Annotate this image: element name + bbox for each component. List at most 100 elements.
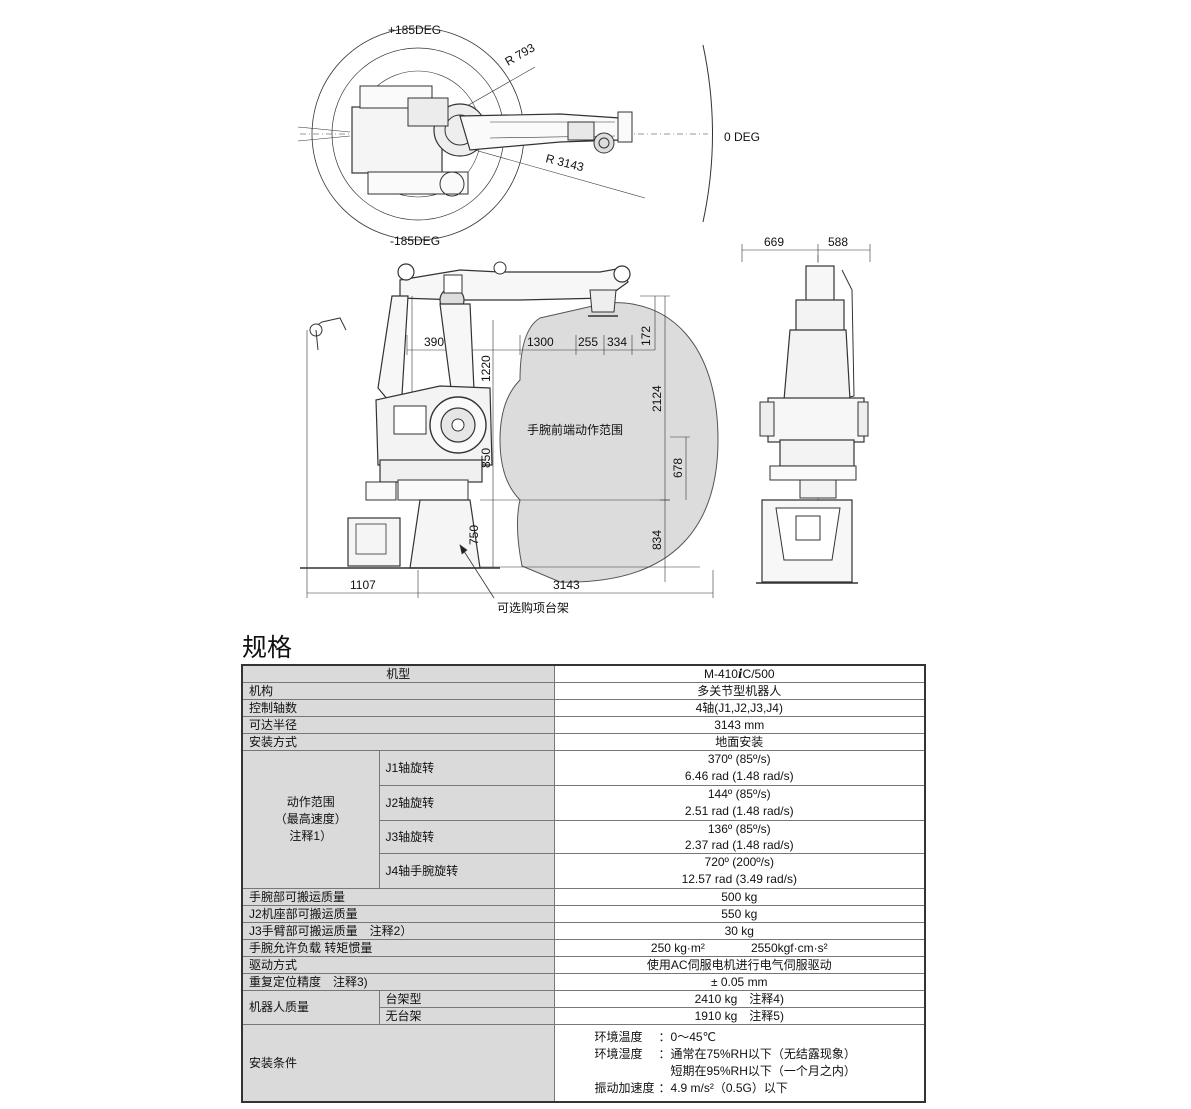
- table-row: 机器人质量 台架型 2410 kg 注释4): [241, 990, 926, 1025]
- table-row: 机构 多关节型机器人: [241, 682, 926, 700]
- table-row: J3轴旋转 136º (85º/s) 2.37 rad (1.48 rad/s): [242, 820, 926, 854]
- plus-185-label: +185DEG: [388, 23, 441, 37]
- without-stand-value: 1910 kg 注释5): [553, 1007, 926, 1025]
- mechanism-label: 机构: [241, 682, 555, 700]
- j2-rad: 2.51 rad (1.48 rad/s): [684, 804, 794, 818]
- inertia-si: 250 kg·m²: [650, 940, 705, 955]
- inertia-value: 250 kg·m² 2550kgf·cm·s²: [553, 939, 926, 957]
- table-row: 驱动方式 使用AC伺服电机进行电气伺服驱动: [241, 956, 926, 974]
- humidity-value-2: 短期在95%RH以下（一个月之内）: [670, 1064, 856, 1078]
- with-stand-label: 台架型: [378, 990, 555, 1008]
- table-row: 安装条件 环境温度：0～45℃ 环境湿度：通常在75%RH以下（无结露现象） 短…: [241, 1024, 926, 1103]
- dim-255: 255: [578, 335, 598, 349]
- radius-3143-label: R 3143: [544, 151, 585, 174]
- j2-payload-value: 550 kg: [553, 905, 926, 923]
- temp-value: ：0～45℃: [658, 1030, 717, 1044]
- install-label: 安装条件: [241, 1024, 555, 1103]
- side-view: [300, 261, 719, 599]
- inertia-kgf: 2550kgf·cm·s²: [750, 940, 828, 955]
- temp-key: 环境温度: [594, 1030, 643, 1044]
- model-suffix: C/500: [742, 666, 775, 681]
- dim-834: 834: [650, 530, 664, 550]
- j4-label: J4轴手腕旋转: [378, 853, 555, 889]
- dim-678: 678: [671, 458, 685, 478]
- wrist-range-label: 手腕前端动作范围: [527, 422, 623, 437]
- dim-3143: 3143: [553, 578, 580, 592]
- minus-185-label: -185DEG: [390, 234, 440, 248]
- table-row: J4轴手腕旋转 720º (200º/s) 12.57 rad (3.49 ra…: [242, 853, 926, 889]
- table-row: 动作范围 （最高速度） 注释1） J1轴旋转 370º (85º/s) 6.46…: [241, 750, 926, 889]
- j4-value: 720º (200º/s) 12.57 rad (3.49 rad/s): [553, 853, 926, 889]
- table-row: 手腕允许负载 转矩惯量 250 kg·m² 2550kgf·cm·s²: [241, 939, 926, 957]
- dim-1220: 1220: [479, 355, 493, 382]
- repeat-label: 重复定位精度 注释3): [241, 973, 555, 991]
- j3-label: J3轴旋转: [378, 820, 555, 854]
- radius-793-label: R 793: [503, 40, 538, 68]
- j2-deg: 144º (85º/s): [707, 787, 771, 801]
- dim-390: 390: [424, 335, 444, 349]
- j4-deg: 720º (200º/s): [704, 855, 774, 869]
- reach-label: 可达半径: [241, 716, 555, 734]
- inertia-label: 手腕允许负载 转矩惯量: [241, 939, 555, 957]
- j3-payload-value: 30 kg: [553, 922, 926, 940]
- table-row: 机型 M-410iC/500: [241, 664, 926, 683]
- model-value: M-410iC/500: [553, 664, 926, 683]
- robot-technical-drawing: +185DEG -185DEG 0 DEG R 793 R 3143: [297, 23, 871, 615]
- dim-588: 588: [828, 235, 848, 249]
- drive-label: 驱动方式: [241, 956, 555, 974]
- motion-range-label: 动作范围 （最高速度） 注释1）: [241, 750, 380, 889]
- j1-deg: 370º (85º/s): [707, 752, 771, 766]
- wrist-payload-value: 500 kg: [553, 888, 926, 906]
- dim-172: 172: [639, 326, 653, 346]
- mount-label: 安装方式: [241, 733, 555, 751]
- model-prefix: M-410: [703, 666, 738, 681]
- dim-669: 669: [764, 235, 784, 249]
- j1-label: J1轴旋转: [378, 750, 555, 786]
- zero-deg-label: 0 DEG: [724, 130, 760, 144]
- table-row: J2轴旋转 144º (85º/s) 2.51 rad (1.48 rad/s): [242, 785, 926, 821]
- model-label: 机型: [241, 664, 555, 683]
- drive-value: 使用AC伺服电机进行电气伺服驱动: [553, 956, 926, 974]
- axes-label: 控制轴数: [241, 699, 555, 717]
- dim-1300: 1300: [527, 335, 554, 349]
- mechanism-value: 多关节型机器人: [553, 682, 926, 700]
- without-stand-label: 无台架: [378, 1007, 555, 1025]
- dim-334: 334: [607, 335, 627, 349]
- motion-line3: 注释1）: [289, 829, 333, 843]
- j1-value: 370º (85º/s) 6.46 rad (1.48 rad/s): [553, 750, 926, 786]
- j4-rad: 12.57 rad (3.49 rad/s): [681, 872, 797, 886]
- table-row: 无台架 1910 kg 注释5): [242, 1007, 926, 1025]
- vibration-key: 振动加速度: [594, 1081, 655, 1095]
- table-row: 手腕部可搬运质量 500 kg: [241, 888, 926, 906]
- motion-line1: 动作范围: [286, 795, 335, 809]
- j2-value: 144º (85º/s) 2.51 rad (1.48 rad/s): [553, 785, 926, 821]
- top-view: [297, 27, 713, 241]
- j1-rad: 6.46 rad (1.48 rad/s): [684, 769, 794, 783]
- table-row: 可达半径 3143 mm: [241, 716, 926, 734]
- front-view: [741, 244, 871, 585]
- j3-deg: 136º (85º/s): [707, 822, 771, 836]
- vibration-value: ：4.9 m/s²（0.5G）以下: [658, 1081, 788, 1095]
- table-row: 控制轴数 4轴(J1,J2,J3,J4): [241, 699, 926, 717]
- with-stand-value: 2410 kg 注释4): [553, 990, 926, 1008]
- dim-750: 750: [467, 525, 481, 545]
- side-view-dims: 390 1300 255 334 172 1220 2124 850 678 7…: [350, 326, 685, 615]
- dim-1107: 1107: [350, 578, 376, 592]
- repeat-value: ± 0.05 mm: [553, 973, 926, 991]
- robot-mass-label: 机器人质量: [241, 990, 380, 1025]
- table-row: 安装方式 地面安装: [241, 733, 926, 751]
- spec-table: 机型 M-410iC/500 机构 多关节型机器人 控制轴数 4轴(J1,J2,…: [241, 664, 927, 1103]
- reach-value: 3143 mm: [553, 716, 926, 734]
- table-row: J2机座部可搬运质量 550 kg: [241, 905, 926, 923]
- install-value: 环境温度：0～45℃ 环境湿度：通常在75%RH以下（无结露现象） 短期在95%…: [553, 1024, 926, 1103]
- j2-label: J2轴旋转: [378, 785, 555, 821]
- dim-2124: 2124: [650, 385, 664, 412]
- mount-value: 地面安装: [553, 733, 926, 751]
- optional-stand-label: 可选购项台架: [497, 600, 569, 615]
- j2-payload-label: J2机座部可搬运质量: [241, 905, 555, 923]
- dim-850: 850: [479, 448, 493, 468]
- table-row: J3手臂部可搬运质量 注释2） 30 kg: [241, 922, 926, 940]
- model-i: i: [737, 666, 743, 681]
- spec-heading: 规格: [242, 633, 293, 662]
- motion-line2: （最高速度）: [274, 812, 347, 826]
